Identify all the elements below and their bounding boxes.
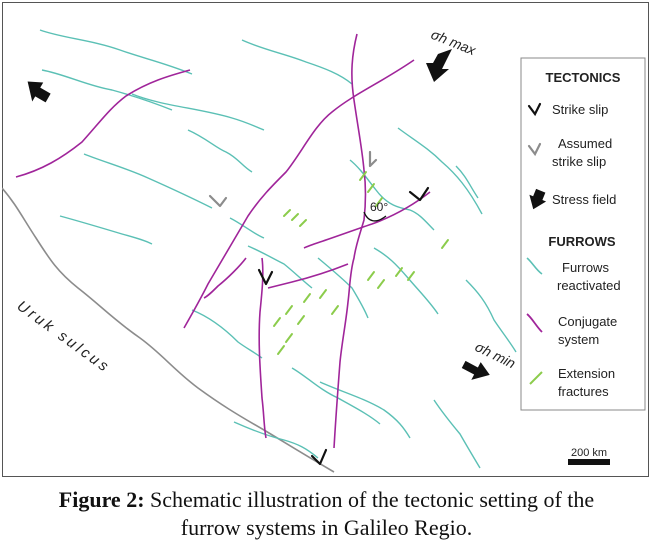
legend-furrow-icon — [526, 257, 543, 275]
legend-stress-field: Stress field — [552, 192, 616, 207]
stress-field-arrows — [27, 49, 490, 380]
extension-fractures — [273, 171, 449, 355]
uruk-sulcus-line — [2, 187, 335, 473]
caption-text-2: furrow systems in Galileo Regio. — [180, 515, 473, 540]
stress-arrow-icon — [426, 49, 452, 82]
conjugate-system — [15, 33, 431, 449]
legend-assumed-line2: strike slip — [552, 154, 606, 169]
angle-arc — [363, 211, 387, 222]
angle-label: 60° — [370, 200, 388, 214]
caption-label: Figure 2: — [58, 487, 145, 512]
strike-slip-icon — [310, 448, 328, 466]
stress-arrow-icon — [27, 81, 51, 103]
scale-bar-rect — [568, 459, 610, 465]
stress-arrow-icon — [461, 360, 490, 380]
strike-slip-markers — [257, 186, 430, 466]
legend-conjugate-line1: Conjugate — [558, 314, 617, 329]
scale-bar: 200 km — [568, 447, 610, 465]
legend-strike-slip: Strike slip — [552, 102, 608, 117]
legend-strike-slip-icon — [527, 102, 542, 117]
assumed-slip-icon — [368, 150, 378, 168]
caption-line-1: Figure 2: Schematic illustration of the … — [0, 486, 653, 514]
legend-extension-line1: Extension — [558, 366, 615, 381]
legend-assumed-slip-icon — [527, 142, 542, 157]
legend-extension-icon — [529, 371, 543, 385]
legend-stress-field-icon — [529, 188, 547, 210]
legend-box — [520, 57, 646, 411]
legend-extension-line2: fractures — [558, 384, 609, 399]
legend-conjugate-line2: system — [558, 332, 599, 347]
scale-bar-label: 200 km — [571, 447, 607, 459]
caption-text-1: Schematic illustration of the tectonic s… — [150, 487, 595, 512]
legend-reactivated-line2: reactivated — [557, 278, 621, 293]
figure-caption: Figure 2: Schematic illustration of the … — [0, 486, 653, 542]
tectonic-diagram: 60° σh max σh min Uruk sulcus TECTONICS … — [2, 2, 649, 477]
assumed-slip-icon — [208, 194, 228, 208]
assumed-strike-slip-markers — [208, 150, 378, 208]
figure-frame: 60° σh max σh min Uruk sulcus TECTONICS … — [2, 2, 649, 477]
legend-reactivated-line1: Furrows — [562, 260, 609, 275]
strike-slip-icon — [257, 268, 274, 286]
strike-slip-icon — [408, 186, 430, 202]
legend: TECTONICS Strike slip Assumed strike sli… — [520, 57, 646, 411]
legend-conjugate-icon — [526, 313, 543, 333]
legend-furrows-heading: FURROWS — [548, 234, 615, 249]
legend-tectonics-heading: TECTONICS — [546, 70, 621, 85]
legend-assumed-line1: Assumed — [558, 136, 612, 151]
